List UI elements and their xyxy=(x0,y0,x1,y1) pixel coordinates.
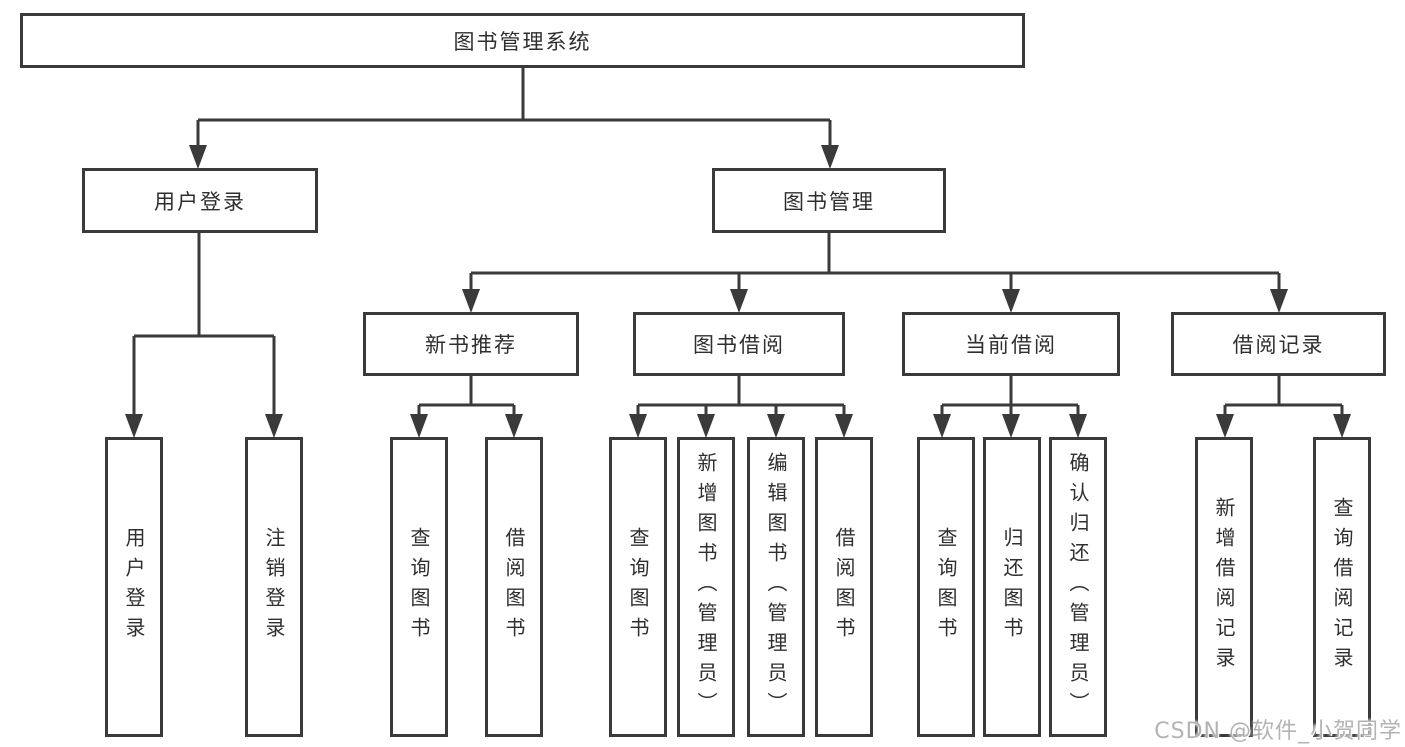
node-book-management: 图书管理 xyxy=(712,168,946,233)
arrowhead xyxy=(1069,414,1087,438)
leaf-return-book: 归还图书 xyxy=(983,437,1041,737)
arrowhead xyxy=(1270,289,1288,313)
arrowhead xyxy=(125,414,143,438)
connector-borrow-to-children xyxy=(629,376,853,438)
leaf-add-book-admin: 新增图书（管理员） xyxy=(677,437,735,737)
arrowhead xyxy=(933,414,951,438)
arrowhead xyxy=(629,414,647,438)
leaf-borrow-books-recommend: 借阅图书 xyxy=(485,437,543,737)
leaf-user-login: 用户登录 xyxy=(105,437,163,737)
arrowhead xyxy=(189,145,207,169)
connector-login-to-children xyxy=(125,233,283,438)
arrowhead xyxy=(505,414,523,438)
leaf-add-borrow-record: 新增借阅记录 xyxy=(1195,437,1253,737)
csdn-watermark: CSDN @软件_小贺同学 xyxy=(1154,719,1402,744)
arrowhead xyxy=(462,289,480,313)
arrowhead xyxy=(1002,414,1020,438)
node-new-book-recommend: 新书推荐 xyxy=(363,312,579,376)
leaf-confirm-return-admin: 确认归还（管理员） xyxy=(1049,437,1107,737)
connector-current-to-children xyxy=(933,376,1087,438)
node-library-management-system: 图书管理系统 xyxy=(20,13,1025,68)
arrowhead xyxy=(410,414,428,438)
connector-bookmgmt-to-level3 xyxy=(462,233,1288,313)
leaf-query-books-current: 查询图书 xyxy=(917,437,975,737)
arrowhead xyxy=(1333,414,1351,438)
arrowhead xyxy=(767,414,785,438)
leaf-logout: 注销登录 xyxy=(245,437,303,737)
connector-newbook-to-children xyxy=(410,376,523,438)
arrowhead xyxy=(821,145,839,169)
leaf-query-borrow-record: 查询借阅记录 xyxy=(1313,437,1371,737)
arrowhead xyxy=(730,289,748,313)
connector-records-to-children xyxy=(1216,376,1351,438)
node-borrow-records: 借阅记录 xyxy=(1171,312,1386,376)
node-book-borrowing: 图书借阅 xyxy=(633,312,845,376)
leaf-edit-book-admin: 编辑图书（管理员） xyxy=(747,437,805,737)
arrowhead xyxy=(265,414,283,438)
node-user-login: 用户登录 xyxy=(82,168,318,233)
node-current-borrowing: 当前借阅 xyxy=(902,312,1120,376)
arrowhead xyxy=(1216,414,1234,438)
arrowhead xyxy=(697,414,715,438)
arrowhead xyxy=(835,414,853,438)
arrowhead xyxy=(1002,289,1020,313)
leaf-query-books-recommend: 查询图书 xyxy=(390,437,448,737)
leaf-query-books-borrowing: 查询图书 xyxy=(609,437,667,737)
leaf-borrow-books: 借阅图书 xyxy=(815,437,873,737)
connector-root-to-level2 xyxy=(189,68,839,169)
